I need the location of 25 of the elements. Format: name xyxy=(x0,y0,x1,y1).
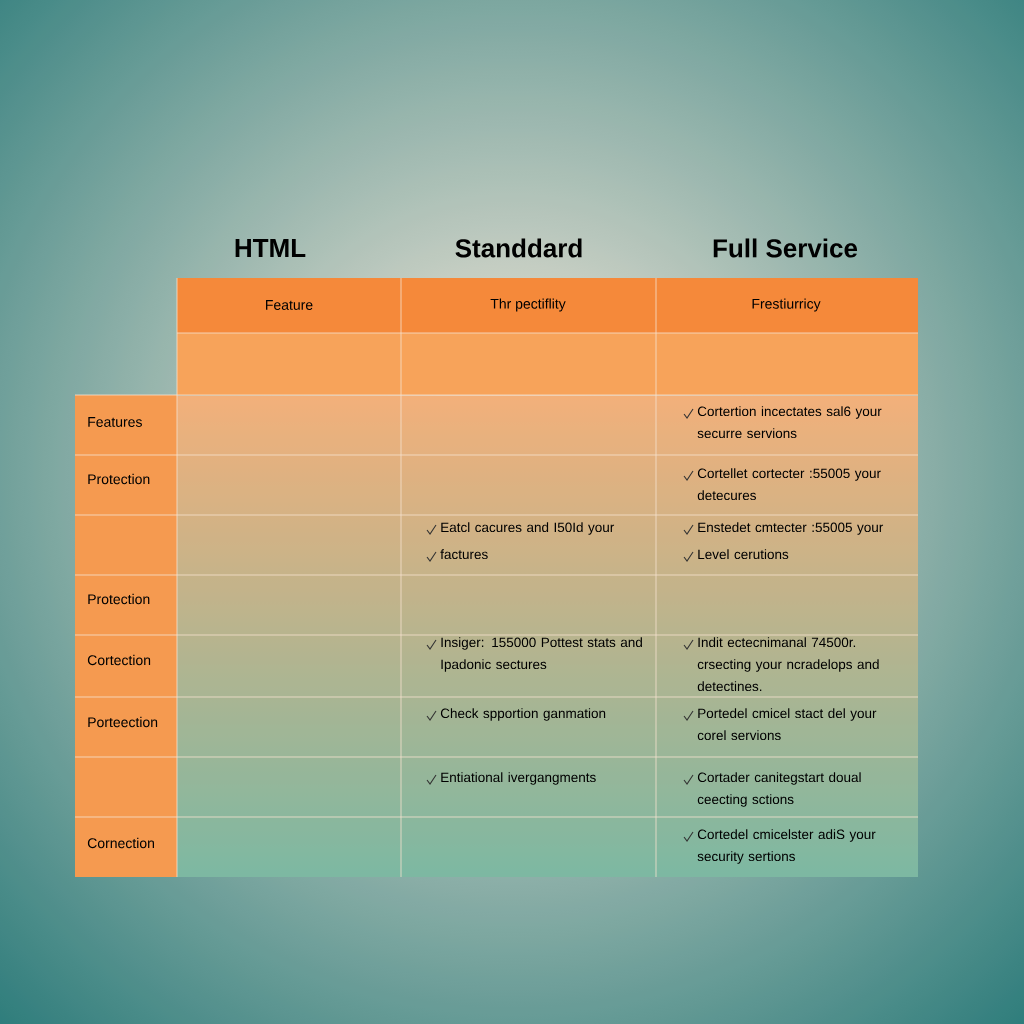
row-label: Porteection xyxy=(88,716,158,728)
cell-text: Enstedet cmtecter :55005 your xyxy=(698,522,884,535)
row-label: Cortection xyxy=(87,654,151,666)
cell-text: Indit ectecnimanal 74500r. crsecting your ncradelops and detectines. xyxy=(697,637,879,692)
row-label: Protection xyxy=(88,473,150,485)
column-title: Full Service xyxy=(713,238,858,258)
cell-text: Cortellet cortecter :55005 your detecures xyxy=(697,468,881,501)
cell-text: Cortader canitegstart doual ceecting sctions xyxy=(697,772,861,807)
header-label: Frestiurricy xyxy=(752,298,821,312)
column-title: HTML xyxy=(235,239,306,257)
header-label: Thr pectiflity xyxy=(490,298,566,312)
cell-text: Portedel cmicel stact del your corel servions xyxy=(697,708,877,741)
cell-text: factures xyxy=(440,549,488,560)
column-title: Standdard xyxy=(455,238,582,258)
cell-text: Insiger: 155000 Pottest stats and Ipadonic sectures xyxy=(441,637,642,672)
cell-text: Entiational ivergangments xyxy=(441,772,596,785)
row-label: Protection xyxy=(88,593,150,605)
cell-text: Cortedel cmicelster adiS your security sertions xyxy=(697,829,876,864)
cell-text: Check spportion ganmation xyxy=(440,708,606,721)
header-label: Feature xyxy=(266,300,313,310)
cell-text: Eatcl cacures and I50Id your xyxy=(441,522,615,535)
row-label: Features xyxy=(88,417,142,427)
row-label: Cornection xyxy=(87,837,154,849)
cell-text: Level cerutions xyxy=(698,549,789,560)
cell-text: Cortertion incectates sal6 your securre servions xyxy=(697,406,882,439)
